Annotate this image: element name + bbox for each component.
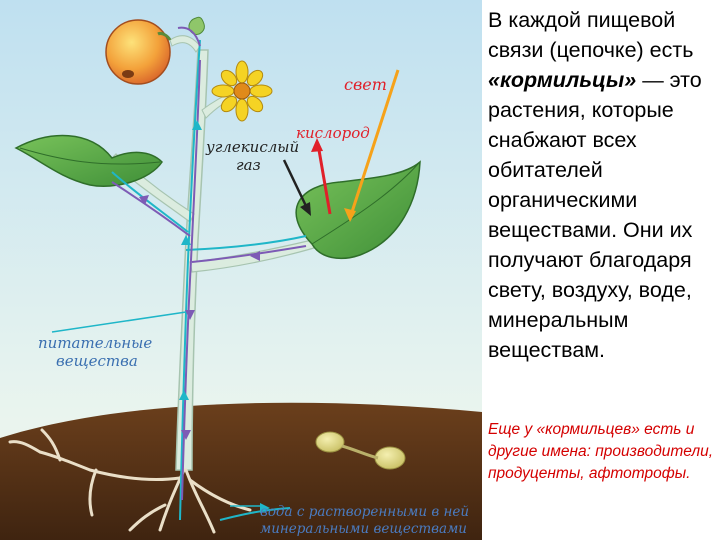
light-arrow	[344, 69, 400, 222]
oxygen-arrow	[311, 138, 332, 215]
co2-label-line2: газ	[236, 156, 261, 174]
main-text-emphasis: «кормильцы»	[488, 68, 637, 92]
oxygen-label: кислород	[296, 124, 370, 142]
flower	[211, 60, 273, 122]
main-text: В каждой пищевой связи (цепочке) есть «к…	[488, 5, 718, 365]
water-label-line1: вода с растворенными в ней	[260, 504, 469, 520]
nutrients-pointer	[51, 311, 187, 333]
roots	[8, 428, 252, 534]
water-flow	[111, 39, 307, 521]
note-text: Еще у «кормильцев» есть и другие имена: …	[488, 421, 714, 482]
seeds	[315, 431, 406, 470]
main-text-intro: В каждой пищевой связи (цепочке) есть	[488, 8, 694, 62]
light-label: свет	[344, 75, 387, 94]
soil	[0, 402, 482, 540]
main-text-rest: — это растения, которые снабжают всех об…	[488, 68, 702, 362]
left-leaf	[14, 134, 163, 188]
flow-arrowheads	[139, 120, 270, 513]
text-panel	[482, 0, 720, 540]
nutrients-label-line1: питательные	[38, 334, 152, 352]
nutrients-label-line2: вещества	[56, 352, 138, 370]
fruit	[105, 19, 172, 85]
water-label-line2: минеральными веществами	[260, 521, 467, 537]
flower-bud	[188, 16, 205, 35]
co2-arrow	[282, 159, 311, 216]
co2-label-line1: углекислый	[205, 138, 299, 156]
